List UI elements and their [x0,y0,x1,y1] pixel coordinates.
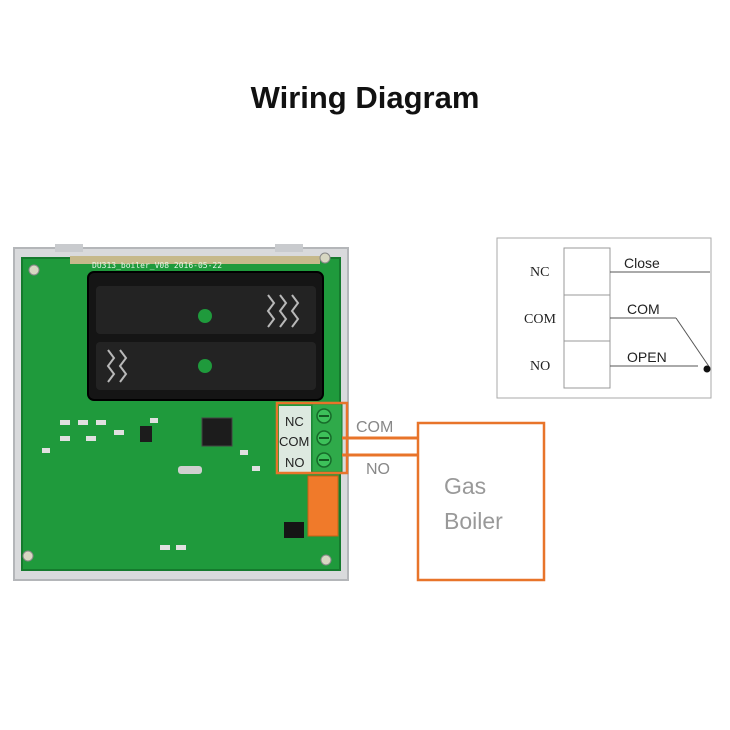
frame-tab-right [275,244,303,252]
battery-screw-bottom [198,359,212,373]
frame-tab-left [55,244,83,252]
relay-black [284,522,304,538]
boiler-label-line1: Gas [444,473,486,499]
terminal-label-com: COM [279,434,309,449]
orange-connector [307,475,339,537]
battery-screw-top [198,309,212,323]
mcu-chip [201,417,233,447]
battery-springs [106,294,300,383]
schematic-left-nc: NC [530,265,549,280]
schematic-left-no: NO [530,359,550,374]
smd-components [42,418,260,550]
schematic-switch-arm [675,317,711,369]
mount-hole-tr [319,252,331,264]
schematic-terminal-column [563,247,611,389]
crystal [178,466,202,474]
wire-label-com: COM [356,419,393,436]
page-title: Wiring Diagram [250,80,480,115]
terminal-label-nc: NC [285,414,304,429]
schematic-right-close: Close [624,255,660,271]
wire-label-no: NO [366,461,390,478]
terminal-label-no: NO [285,455,305,470]
boiler-label-line2: Boiler [444,508,503,534]
schematic-right-com: COM [627,301,660,317]
terminal-screws [316,408,332,468]
pin-header [70,256,320,264]
gas-boiler-box [416,421,546,582]
pcb-silkscreen: DU313_boiler_V08 2016-05-22 [92,261,222,270]
small-ic [140,426,152,442]
schematic-contact-dot [703,365,711,373]
schematic-left-com: COM [524,312,556,327]
mount-hole-tl [28,264,40,276]
terminal-label-bg [279,406,311,472]
mount-hole-bl [22,550,34,562]
mount-hole-br [320,554,332,566]
schematic-right-open: OPEN [627,349,667,365]
